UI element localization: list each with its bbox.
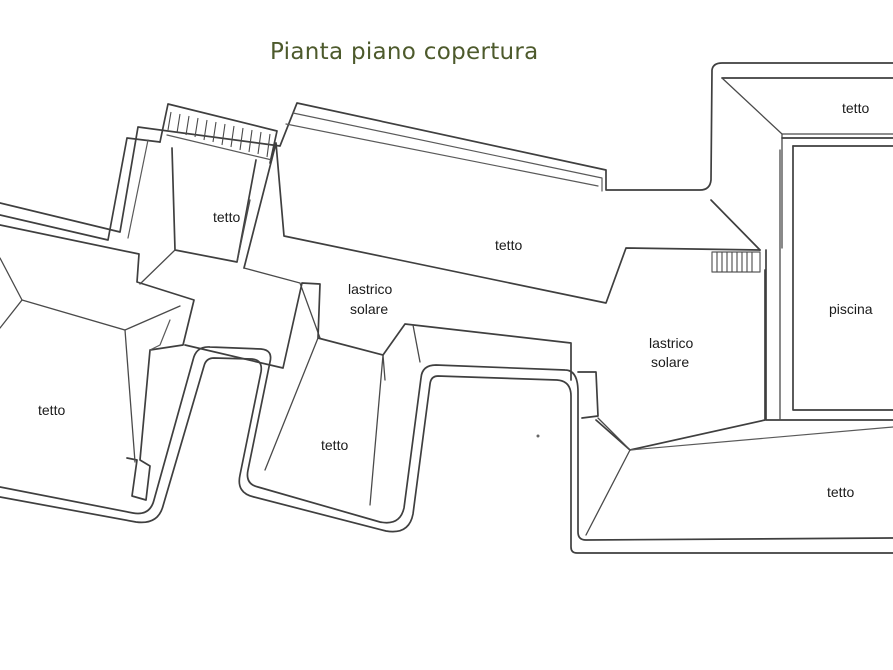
bottom-right-roof [585,417,893,536]
label-tetto-bottom-right: tetto [827,484,854,500]
label-lastrico-right-line1: lastrico [649,335,694,351]
label-lastrico-center-line2: solare [350,301,388,317]
label-tetto-center-bottom: tetto [321,437,348,453]
middle-left-roof [139,147,257,285]
label-lastrico-right: lastrico solare [649,335,697,370]
upper-parapet [127,112,603,239]
central-roof [243,142,761,339]
plan-title: Pianta piano copertura [270,39,539,65]
top-right-roof [710,77,893,251]
label-tetto-center-top: tetto [495,237,522,253]
outer-wall [0,62,893,554]
label-tetto-top-right: tetto [842,100,869,116]
label-lastrico-center: lastrico solare [348,281,396,317]
left-roof [0,224,195,501]
label-lastrico-right-line2: solare [651,354,689,370]
label-tetto-upper-left: tetto [213,209,240,225]
label-tetto-left: tetto [38,402,65,418]
central-lastrico [184,282,572,381]
label-piscina: piscina [829,301,873,317]
plan-dot [536,434,540,438]
central-lower-roof [264,337,384,506]
left-stair [159,103,278,164]
pool [765,137,893,421]
right-lastrico [577,269,766,451]
right-stair [711,251,761,273]
label-lastrico-center-line1: lastrico [348,281,393,297]
